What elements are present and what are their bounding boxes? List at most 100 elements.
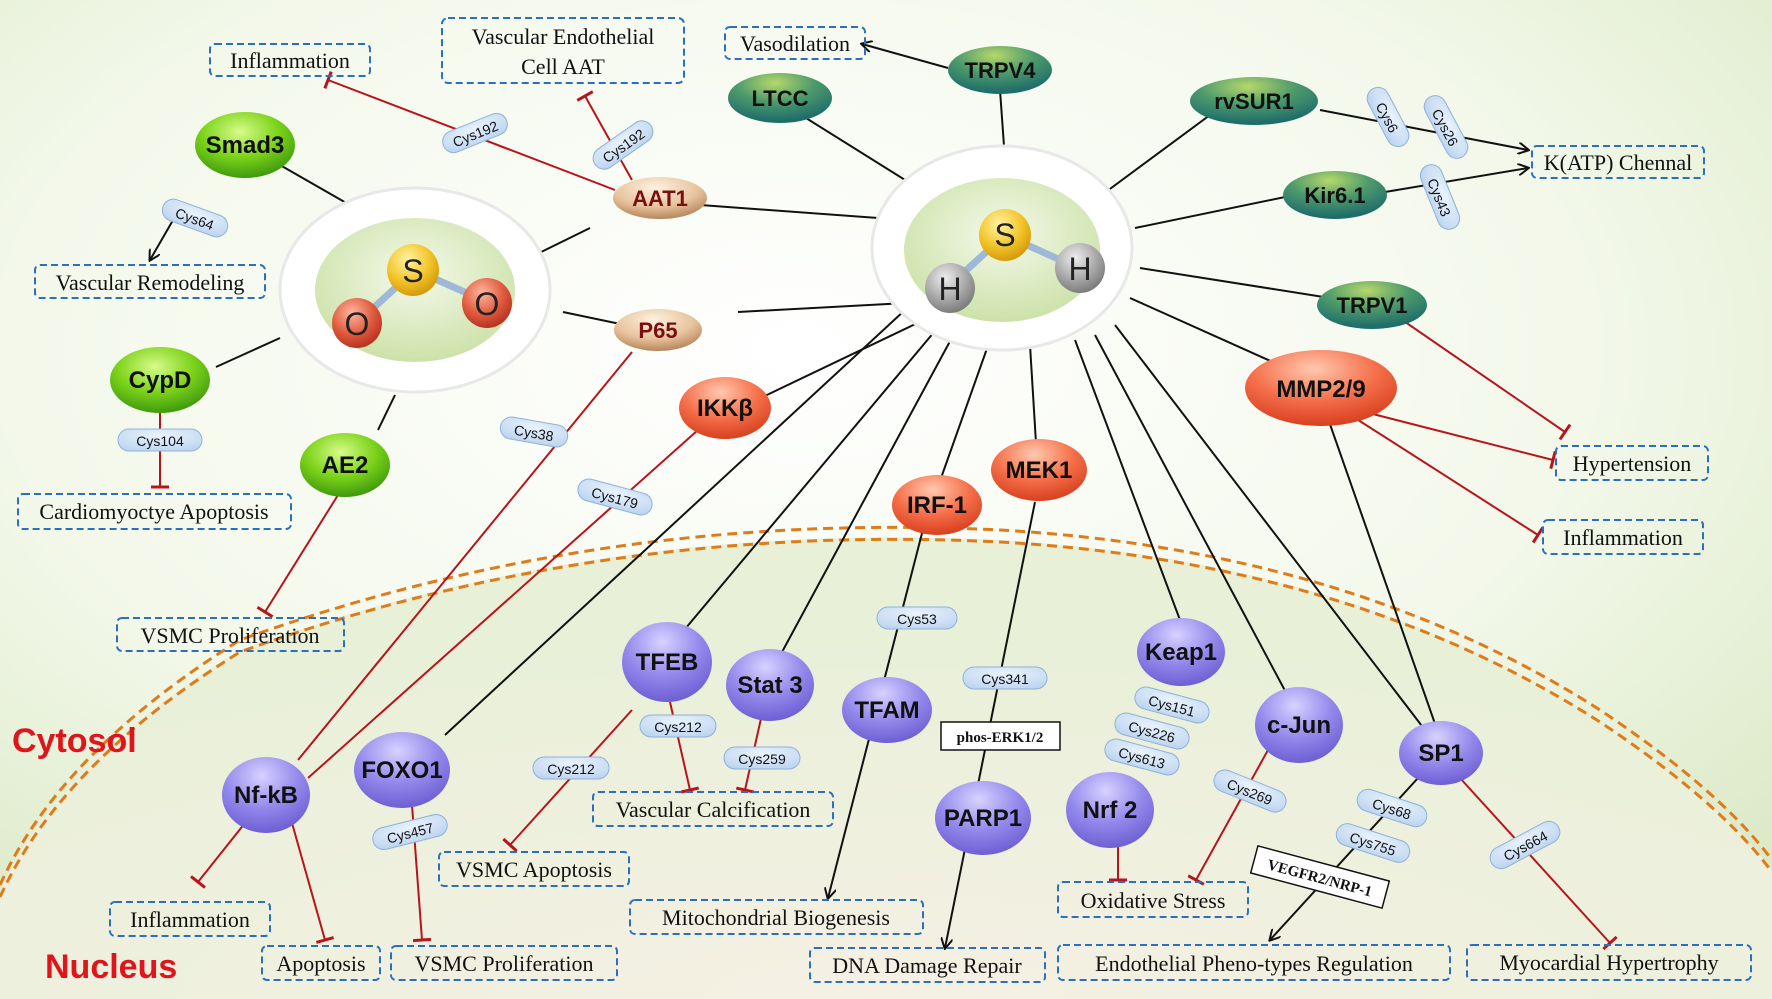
- node-aat1: AAT1: [613, 177, 707, 219]
- node-irf1: IRF-1: [892, 475, 982, 535]
- cys259-label: Cys259: [738, 751, 786, 767]
- node-cjun: c-Jun: [1255, 687, 1343, 763]
- cjun-label: c-Jun: [1267, 712, 1331, 739]
- vsmc-prolif-left-label: VSMC Proliferation: [140, 623, 319, 648]
- inflammation-nuc-label: Inflammation: [130, 907, 250, 932]
- so2-oxygen-atom-right: [462, 278, 512, 328]
- trpv1-label: TRPV1: [1337, 293, 1408, 318]
- node-ltcc: LTCC: [728, 73, 832, 123]
- node-nrf2: Nrf 2: [1066, 772, 1154, 848]
- box-vsmc-prolif-left: [116, 617, 345, 652]
- ikkb-label: IKKβ: [697, 395, 753, 422]
- cys-pill-c259: Cys259: [723, 746, 801, 770]
- stat3-label: Stat 3: [737, 672, 802, 699]
- mek1-label: MEK1: [1006, 457, 1073, 484]
- cys-pill-c38: Cys38: [499, 416, 569, 448]
- h2s-hydrogen-atom-right: [1055, 243, 1105, 293]
- box-myocardial: [1466, 944, 1752, 981]
- node-p65: P65: [614, 309, 702, 351]
- node-foxo1: FOXO1: [354, 732, 450, 808]
- cys-pill-c341: Cys341: [962, 666, 1048, 690]
- h2s-s-label: S: [994, 217, 1015, 253]
- box-vsmc-prolif-nuc: [390, 945, 618, 981]
- node-ikkb: IKKβ: [679, 377, 771, 439]
- box-vascular-calcification: [592, 791, 834, 827]
- rvsur1-label: rvSUR1: [1214, 89, 1293, 114]
- activation-links: [150, 44, 1528, 948]
- oxidative-stress-label: Oxidative Stress: [1081, 888, 1226, 913]
- nuclear-membrane-inner: [0, 537, 1772, 898]
- vsmc-apoptosis-label: VSMC Apoptosis: [456, 857, 612, 882]
- node-sp1: SP1: [1399, 721, 1483, 785]
- nfkb-label: Nf-kB: [234, 782, 298, 809]
- trpv4-label: TRPV4: [965, 58, 1037, 83]
- vascular-calcification-label: Vascular Calcification: [616, 797, 811, 822]
- h2s-sulfur-atom: [979, 209, 1031, 261]
- cypd-label: CypD: [129, 367, 192, 394]
- node-nfkb: Nf-kB: [222, 757, 310, 833]
- node-ae2: AE2: [300, 433, 390, 497]
- h2s-h-label-left: H: [938, 271, 961, 307]
- so2-sulfur-atom: [387, 244, 439, 296]
- node-mek1: MEK1: [991, 439, 1087, 501]
- mito-biogenesis-label: Mitochondrial Biogenesis: [662, 905, 890, 930]
- box-inflammation-top: [209, 43, 371, 77]
- cardio-apoptosis-label: Cardiomyoctye Apoptosis: [39, 499, 268, 524]
- kir61-label: Kir6.1: [1304, 183, 1365, 208]
- box-dna-repair: [809, 947, 1046, 983]
- box-phos-erk: phos-ERK1/2: [940, 721, 1061, 751]
- tfam-label: TFAM: [854, 697, 919, 724]
- box-mito-biogenesis: [629, 899, 924, 935]
- endothelial-label: Endothelial Pheno-types Regulation: [1095, 951, 1413, 976]
- box-inflammation-right: [1542, 519, 1704, 555]
- node-trpv4: TRPV4: [948, 46, 1052, 94]
- vec-aat-line2: Cell AAT: [521, 54, 605, 79]
- node-kir61: Kir6.1: [1283, 171, 1387, 219]
- so2-o-label-right: O: [475, 286, 500, 322]
- node-tfeb: TFEB: [622, 622, 712, 702]
- box-vec-aat: [441, 17, 685, 84]
- node-rvsur1: rvSUR1: [1190, 77, 1318, 125]
- box-cardio-apoptosis: [17, 493, 292, 530]
- dna-repair-label: DNA Damage Repair: [832, 953, 1022, 978]
- node-trpv1: TRPV1: [1317, 281, 1427, 329]
- node-smad3: Smad3: [195, 112, 295, 178]
- cys104-label: Cys104: [136, 433, 184, 449]
- cys-pill-c53: Cys53: [876, 606, 958, 630]
- node-tfam: TFAM: [842, 677, 932, 743]
- aat1-label: AAT1: [632, 186, 688, 211]
- phos-erk-label: phos-ERK1/2: [957, 730, 1044, 746]
- node-keap1: Keap1: [1137, 618, 1225, 686]
- ae2-label: AE2: [322, 452, 369, 479]
- cys212a-label: Cys212: [654, 719, 702, 735]
- inflammation-right-label: Inflammation: [1563, 525, 1683, 550]
- parp1-label: PARP1: [944, 805, 1022, 832]
- cytosol-label: Cytosol: [12, 722, 137, 760]
- apoptosis-nuc-label: Apoptosis: [276, 951, 365, 976]
- ltcc-label: LTCC: [751, 86, 808, 111]
- so2-s-label: S: [402, 253, 423, 289]
- cys53-label: Cys53: [897, 611, 937, 627]
- box-vascular-remodeling: [34, 264, 266, 299]
- foxo1-label: FOXO1: [361, 757, 442, 784]
- nucleus-label: Nucleus: [45, 948, 177, 986]
- box-vsmc-apoptosis: [438, 851, 630, 887]
- mmp29-label: MMP2/9: [1276, 376, 1365, 403]
- box-inflammation-nuc: [109, 901, 271, 937]
- tfeb-label: TFEB: [636, 649, 699, 676]
- nrf2-label: Nrf 2: [1083, 797, 1138, 824]
- keap1-label: Keap1: [1145, 639, 1217, 666]
- h2s-hydrogen-atom-left: [925, 263, 975, 313]
- box-katp: [1531, 145, 1705, 179]
- box-hypertension: [1555, 445, 1709, 481]
- vec-aat-line1: Vascular Endothelial: [472, 24, 655, 49]
- katp-label: K(ATP) Chennal: [1544, 150, 1692, 175]
- h2s-h-label-right: H: [1068, 251, 1091, 287]
- vsmc-prolif-nuc-label: VSMC Proliferation: [414, 951, 593, 976]
- so2-o-label-left: O: [345, 306, 370, 342]
- box-apoptosis-nuc: [261, 945, 381, 981]
- p65-label: P65: [638, 318, 677, 343]
- myocardial-label: Myocardial Hypertrophy: [1499, 950, 1718, 975]
